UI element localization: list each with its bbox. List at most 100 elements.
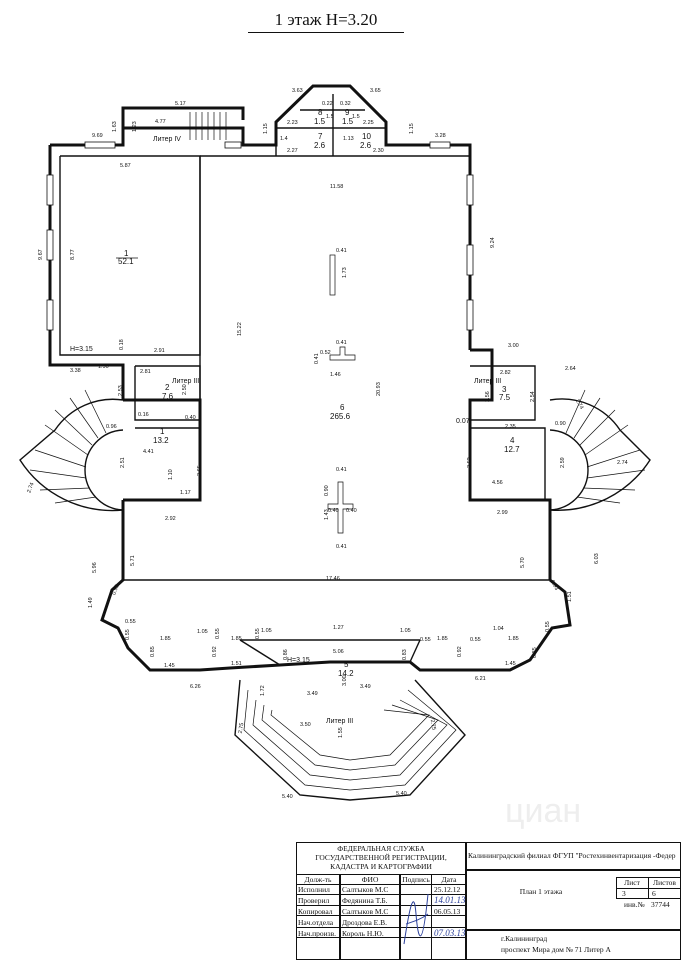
dim: 0.07 [456,418,470,425]
dim: 1.17 [180,490,191,496]
dim: 15.22 [237,322,243,336]
room-area: 1.5 [342,117,354,126]
dim: 0.55 [545,621,551,632]
room-area: 12.7 [504,445,520,454]
dim: 9.69 [92,133,103,139]
row-name: Дроздова Е.В. [342,918,387,927]
dim: 3.00 [342,675,348,686]
watermark: циан [505,792,582,830]
dim: 1.85 [508,636,519,642]
dim: 2.51 [120,457,126,468]
dim: 2.75 [238,722,246,734]
dim: 0.90 [555,421,566,427]
row-name: Король Н.Ю. [342,929,384,938]
sheets-label: Листов [653,878,676,887]
dim: 1.45 [505,661,516,667]
dim: 0.92 [457,646,463,657]
dim: 1.85 [437,636,448,642]
dim: 1.49 [88,597,94,608]
dim: 0.40 [185,415,196,421]
room-area: 1.5 [314,117,326,126]
dim: 0.92 [212,646,218,657]
dim: 2.30 [373,148,384,154]
title-block: ФЕДЕРАЛЬНАЯ СЛУЖБА ГОСУДАРСТВЕННОЙ РЕГИС… [296,842,681,960]
row-position: Исполнил [298,885,330,894]
room-number: 4 [510,436,515,445]
dim: 1.5 [352,114,360,120]
dim: 1.73 [342,267,348,278]
dim: 1.85 [231,636,242,642]
dim: 0.41 [336,340,347,346]
dim: 0.93 [549,579,560,591]
row-date: 07.03.13 [434,928,466,938]
dim: 1.5 [326,114,334,120]
dim: 1.15 [409,123,415,134]
dim: 1.13 [343,136,354,142]
dim: 1.90 [98,364,109,370]
left-spiral-stair [19,389,124,512]
dim: 5.70 [520,557,526,568]
dim: 0.41 [336,544,347,550]
dim: 20.93 [376,382,382,396]
dim: 5.71 [130,555,136,566]
dim: 3.49 [360,684,371,690]
dim: 3.63 [292,88,303,94]
dim: 0.85 [150,646,156,657]
liter-label: Литер III [474,378,501,385]
dim: 1.55 [338,727,344,738]
dim: 0.96 [106,424,117,430]
agency-line-2: ГОСУДАРСТВЕННОЙ РЕГИСТРАЦИИ, [315,853,447,862]
dim: 0.16 [138,412,149,418]
agency-line-3: КАДАСТРА И КАРТОГРАФИИ [330,862,432,871]
dim: 3.38 [70,368,81,374]
col-date: Дата [441,875,457,884]
room-area: 52.1 [118,257,134,266]
dim: 2.65 [197,465,203,476]
inventory-label: инв.№ [624,900,645,909]
dim: 0.55 [470,637,481,643]
dim: 1.15 [263,123,269,134]
dim: 2.56 [485,391,491,402]
row-name: Салтыков М.С [342,885,389,894]
dim: 2.75 [429,719,437,731]
dim: 1.45 [164,663,175,669]
dim: 2.92 [165,516,176,522]
dim: 0.55 [215,628,221,639]
dim: 6.03 [594,553,600,564]
dim: 1.51 [231,661,242,667]
dim: 1.85 [160,636,171,642]
dim: 3.65 [370,88,381,94]
dim: 1.04 [493,626,504,632]
dim: 3.50 [300,722,311,728]
dim: 0.41 [314,353,320,364]
dim: 0.41 [336,248,347,254]
dim: 11.58 [330,184,343,190]
dim: 4.56 [492,480,503,486]
dim: 2.35 [505,424,516,430]
col-position: Долж-ть [304,875,332,884]
dim: 0.55 [125,629,131,640]
dim: 6.26 [190,684,201,690]
dim: 1.43 [324,509,330,520]
sheets-total: 6 [652,889,656,898]
dim: 1.51 [567,591,573,602]
room-area: 13.2 [153,436,169,445]
dim: 0.55 [255,628,261,639]
dim: 2.59 [560,457,566,468]
dim: 0.55 [125,619,136,625]
row-position: Нач.отдела [298,918,334,927]
agency-line-1: ФЕДЕРАЛЬНАЯ СЛУЖБА [337,844,425,853]
address: проспект Мира дом № 71 Литер А [501,945,611,954]
room-number: 1 [124,249,129,258]
dim: 5.87 [120,163,131,169]
height-label: H=3.15 [70,346,93,353]
dim: 9.67 [38,249,44,260]
dim: 5.96 [92,562,98,573]
liter-label: Литер III [326,718,353,725]
col-name: ФИО [361,875,379,884]
dim: 1.05 [400,628,411,634]
dim: 4.77 [155,119,166,125]
room-number: 9 [345,108,350,117]
dim: 6.21 [475,676,486,682]
dim: 9.24 [490,237,496,248]
